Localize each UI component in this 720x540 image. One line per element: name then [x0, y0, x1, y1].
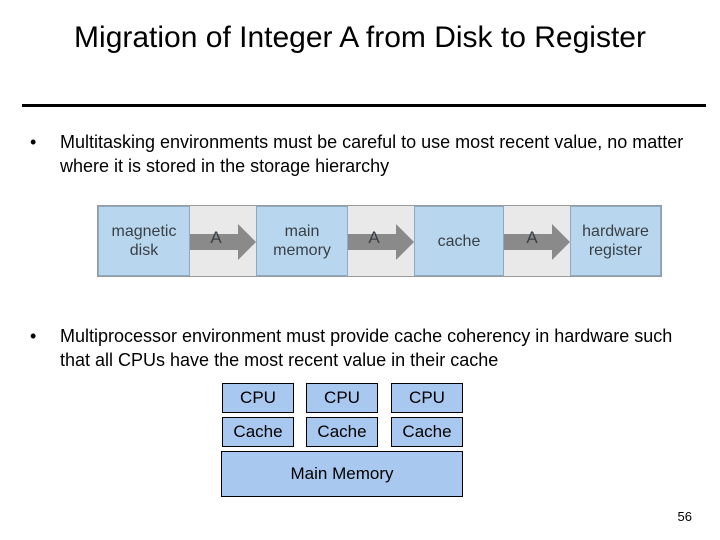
node-cache: cache	[414, 206, 504, 276]
cache-box: Cache	[222, 417, 294, 447]
arrow-right-icon	[190, 224, 256, 260]
page-number: 56	[677, 509, 692, 524]
cpu-box: CPU	[391, 383, 463, 413]
cpu-box: CPU	[306, 383, 378, 413]
arrow-label: A	[210, 228, 222, 247]
bullet-multitasking: Multitasking environments must be carefu…	[60, 132, 684, 176]
main-memory-box: Main Memory	[221, 451, 463, 497]
cache-box: Cache	[391, 417, 463, 447]
bullet-marker: •	[30, 326, 37, 346]
node-magnetic-disk: magnetic disk	[98, 206, 190, 276]
arrow-right-icon	[504, 224, 570, 260]
bullet-multiprocessor: Multiprocessor environment must provide …	[60, 326, 673, 370]
migration-diagram: magnetic disk A main memory A cache A ha…	[97, 205, 662, 277]
arrow-label: A	[526, 228, 538, 247]
arrow-label: A	[368, 228, 380, 247]
cpu-box: CPU	[222, 383, 294, 413]
slide-title: Migration of Integer A from Disk to Regi…	[74, 21, 646, 54]
arrow-right-icon	[348, 224, 414, 260]
title-divider	[22, 104, 706, 107]
node-hardware-register: hardware register	[570, 206, 661, 276]
cache-box: Cache	[306, 417, 378, 447]
node-main-memory: main memory	[256, 206, 348, 276]
bullet-marker: •	[30, 132, 37, 152]
